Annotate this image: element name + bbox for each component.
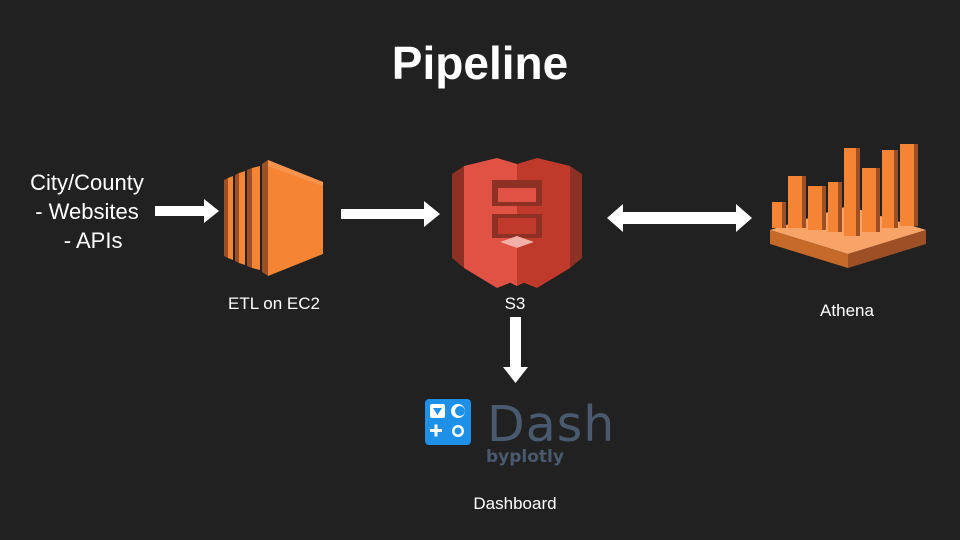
dash-logo-icon xyxy=(425,399,471,445)
arrow-s3-athena-bidirectional xyxy=(607,204,752,232)
arrow-source-to-ec2 xyxy=(155,199,219,223)
source-line-websites: - Websites xyxy=(35,199,139,224)
arrow-ec2-to-s3 xyxy=(341,201,440,227)
dash-logo-byline: byplotly xyxy=(486,447,564,467)
source-line-apis: - APIs xyxy=(51,228,123,253)
dashboard-label: Dashboard xyxy=(473,494,557,513)
athena-label: Athena xyxy=(820,301,874,320)
etl-label: ETL on EC2 xyxy=(228,294,320,313)
arrow-s3-to-dashboard xyxy=(503,317,528,383)
s3-icon xyxy=(452,158,582,288)
s3-label: S3 xyxy=(504,294,526,313)
athena-icon xyxy=(770,144,926,268)
source-line-city-county: City/County xyxy=(30,170,144,195)
dash-logo-word: Dash xyxy=(487,396,616,453)
page-title: Pipeline xyxy=(391,37,569,89)
source-text: City/County - Websites - APIs xyxy=(14,168,160,255)
ec2-icon xyxy=(224,160,323,276)
